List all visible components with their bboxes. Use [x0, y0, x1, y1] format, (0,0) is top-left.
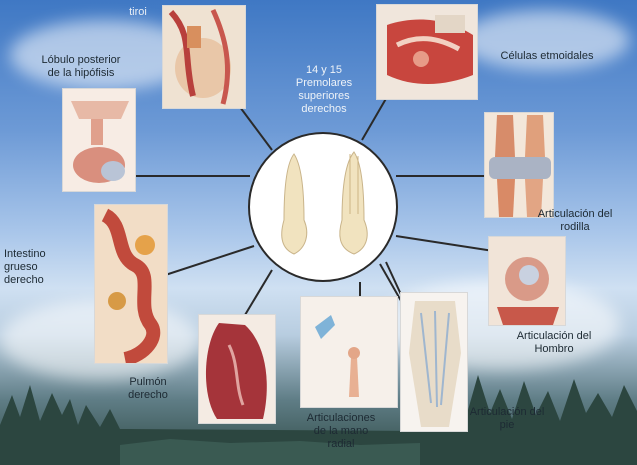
lobulo-label: Lóbulo posterior de la hipófisis	[16, 54, 146, 80]
hombro-illustration	[488, 236, 566, 326]
hub-circle	[248, 132, 398, 282]
pulmon-label: Pulmón derecho	[108, 376, 188, 402]
pulmon-illustration	[198, 314, 276, 424]
tiroides-label: tiroi	[118, 6, 158, 19]
intestino-label: Intestino grueso derecho	[4, 248, 84, 287]
premolar-tooth-15	[340, 152, 367, 254]
tiroides-illustration	[162, 5, 246, 109]
premolar-tooth-14	[282, 154, 307, 254]
pie-label: Articulación del pie	[452, 406, 562, 432]
etmoidales-label: Células etmoidales	[482, 50, 612, 63]
etmoidales-illustration	[376, 4, 478, 100]
intestino-illustration	[94, 204, 168, 364]
lobulo-illustration	[62, 88, 136, 192]
hombro-label: Articulación del Hombro	[494, 330, 614, 356]
center-label: 14 y 15 Premolares superiores derechos	[270, 64, 378, 116]
rodilla-label: Articulación del rodilla	[520, 208, 630, 234]
mano-label: Articulaciones de la mano radial	[296, 412, 386, 451]
rodilla-illustration	[484, 112, 554, 218]
mano-illustration	[300, 296, 398, 408]
connector-hombro	[396, 236, 500, 252]
